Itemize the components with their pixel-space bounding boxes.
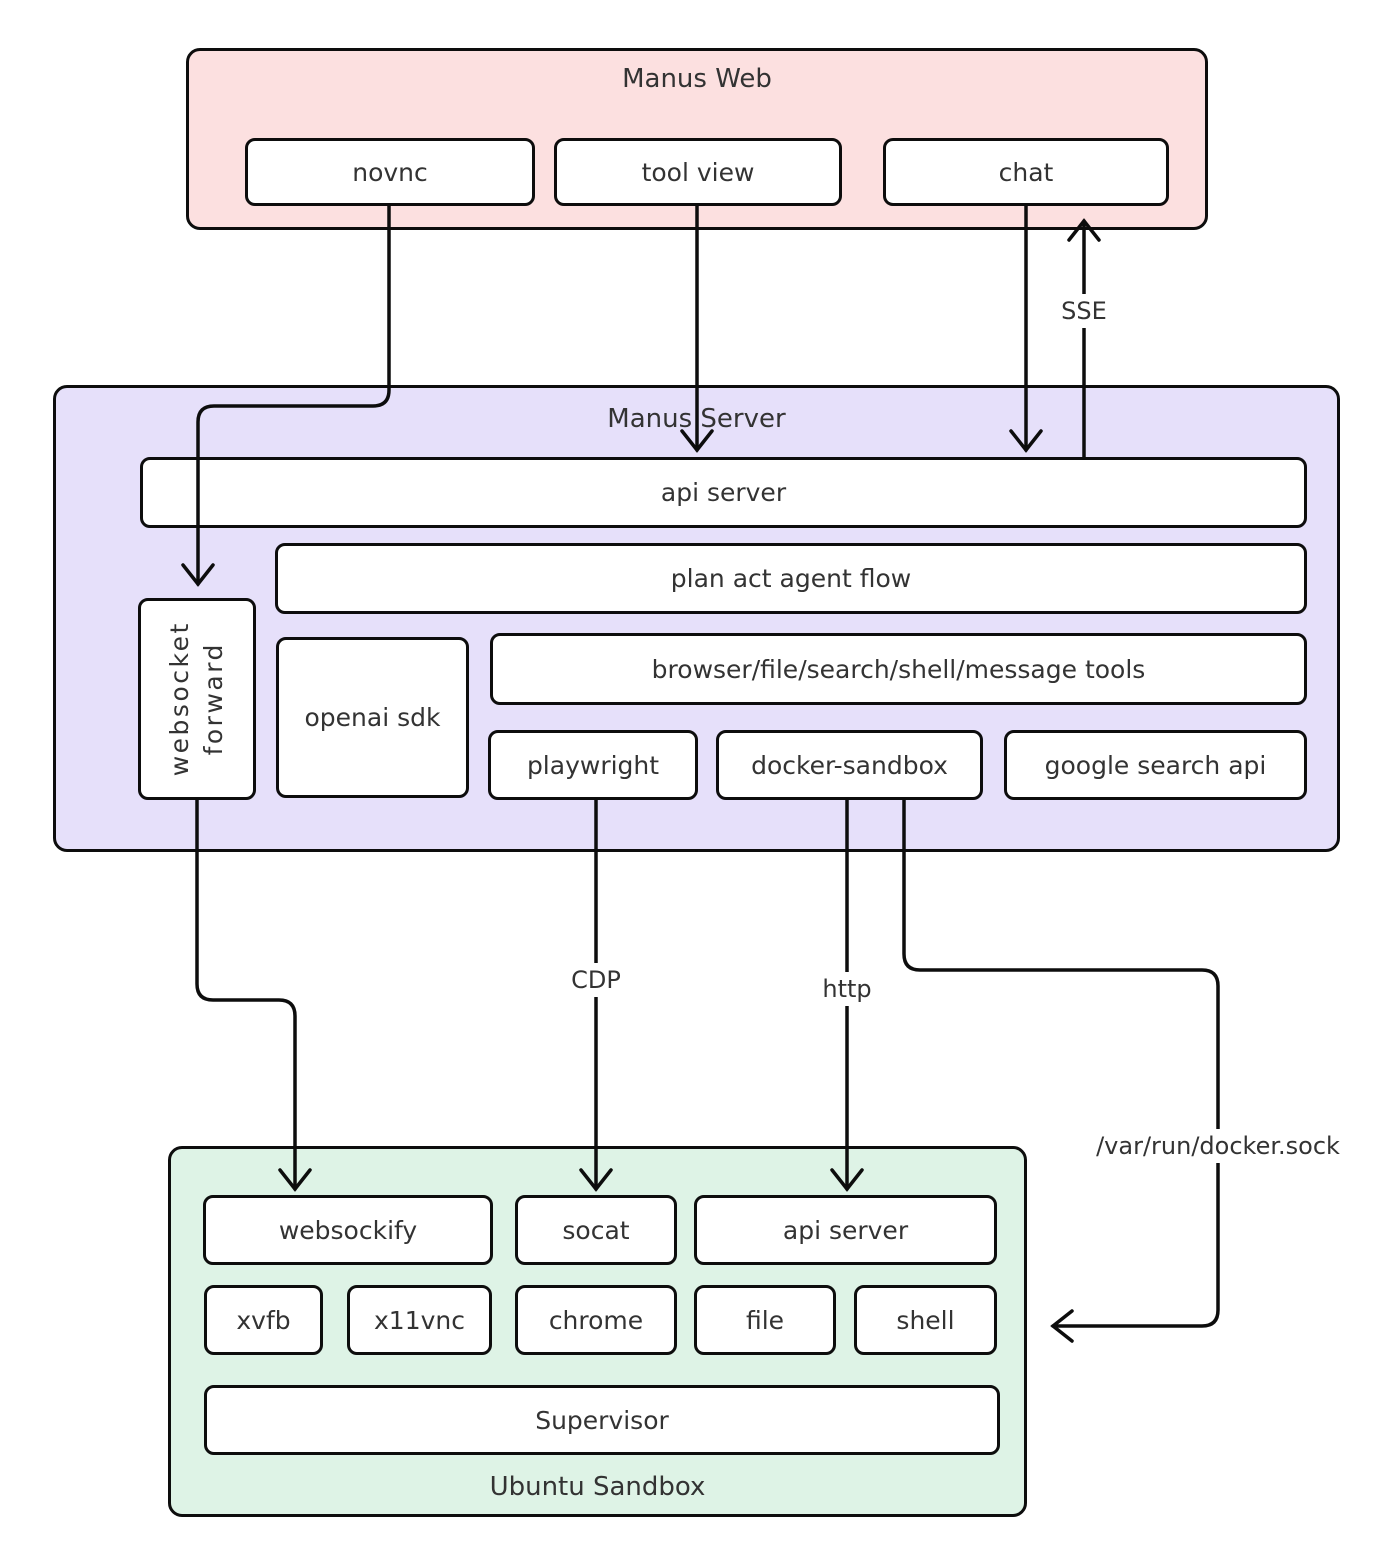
node-chrome-label: chrome	[548, 1305, 644, 1335]
node-plan-act-agent-flow-label: plan act agent flow	[670, 564, 912, 593]
node-supervisor-label: Supervisor	[535, 1405, 669, 1435]
node-shell: shell	[854, 1285, 997, 1355]
edge-label-sse: SSE	[1053, 294, 1115, 328]
node-xvfb: xvfb	[204, 1285, 323, 1355]
node-file-label: file	[745, 1305, 785, 1335]
node-shell-label: shell	[896, 1305, 955, 1335]
edge-label-docker-sock: /var/run/docker.sock	[1088, 1129, 1348, 1163]
edge-websocket-forward-to-websockify	[195, 798, 297, 1191]
node-browser-file-search-shell-message-tools: browser/file/search/shell/message tools	[490, 633, 1307, 705]
node-chrome: chrome	[515, 1285, 677, 1355]
node-supervisor: Supervisor	[204, 1385, 1000, 1455]
node-tools-label: browser/file/search/shell/message tools	[651, 654, 1146, 684]
edge-label-cdp: CDP	[563, 963, 629, 997]
node-google-search-api: google search api	[1004, 730, 1307, 800]
node-api-server: api server	[140, 457, 1307, 528]
node-chat: chat	[883, 138, 1169, 206]
node-novnc: novnc	[245, 138, 535, 206]
node-sandbox-api-server-label: api server	[782, 1215, 909, 1245]
node-openai-sdk: openai sdk	[276, 637, 469, 798]
node-xvfb-label: xvfb	[236, 1305, 291, 1335]
node-openai-sdk-label: openai sdk	[304, 703, 441, 732]
arrowhead-ubuntu-sandbox-left	[1050, 1309, 1074, 1343]
node-tool-view-label: tool view	[641, 157, 755, 187]
ubuntu-sandbox-title: Ubuntu Sandbox	[489, 1472, 706, 1502]
manus-server-title: Manus Server	[607, 404, 786, 434]
manus-web-title: Manus Web	[622, 64, 772, 94]
node-websocket-forward: websocket forward	[138, 598, 256, 800]
node-google-search-api-label: google search api	[1044, 750, 1267, 780]
node-x11vnc: x11vnc	[347, 1285, 492, 1355]
node-docker-sandbox: docker-sandbox	[716, 730, 983, 800]
edge-label-http: http	[814, 972, 880, 1006]
node-plan-act-agent-flow: plan act agent flow	[275, 543, 1307, 614]
node-socat-label: socat	[562, 1215, 630, 1245]
node-websockify-label: websockify	[278, 1215, 418, 1245]
node-chat-label: chat	[998, 157, 1054, 187]
node-novnc-label: novnc	[352, 157, 428, 187]
node-sandbox-api-server: api server	[694, 1195, 997, 1265]
node-playwright-label: playwright	[526, 750, 660, 780]
node-api-server-label: api server	[660, 478, 787, 507]
node-socat: socat	[515, 1195, 677, 1265]
node-tool-view: tool view	[554, 138, 842, 206]
node-playwright: playwright	[488, 730, 698, 800]
node-websocket-forward-label: websocket forward	[165, 621, 229, 777]
node-docker-sandbox-label: docker-sandbox	[751, 750, 948, 780]
node-x11vnc-label: x11vnc	[374, 1305, 465, 1335]
node-websockify: websockify	[203, 1195, 493, 1265]
node-file: file	[694, 1285, 836, 1355]
